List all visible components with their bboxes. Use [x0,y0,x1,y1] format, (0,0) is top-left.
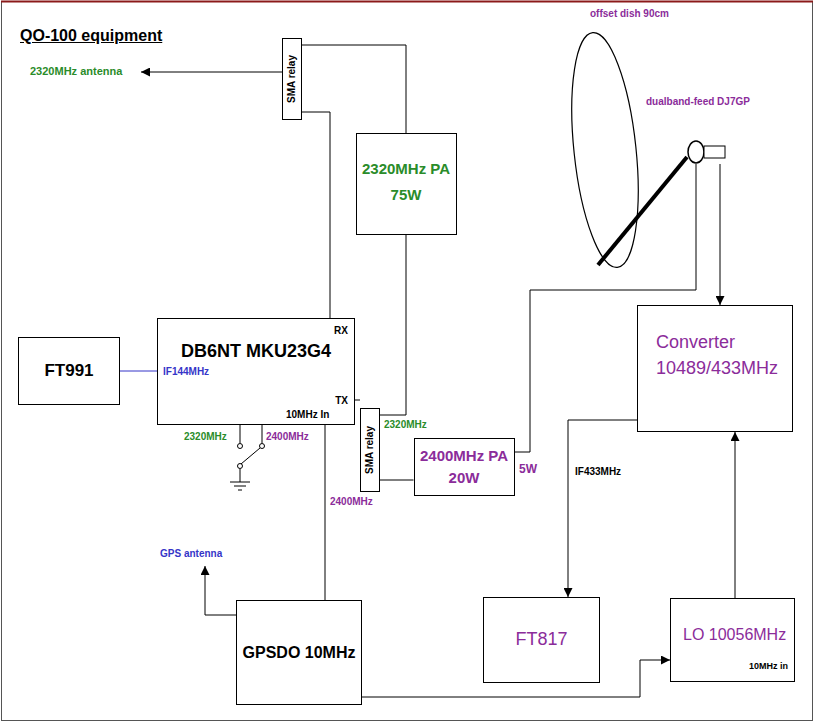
antenna-arrow [141,72,282,73]
connector [120,371,157,372]
node-title: SMA relay [286,55,298,103]
dish [562,29,648,270]
feed-shape [686,140,726,164]
node-text: 10MHz in [749,661,788,672]
power-label: 5W [519,462,537,476]
node-title: DB6NT MKU23G4 [181,341,331,363]
antenna-label: 2320MHz antenna [30,65,122,78]
dualband-feed: dualband-feed DJ7GP [686,140,726,164]
switch-wire [240,425,241,443]
node-text: RX [334,325,348,337]
node-text: 20W [449,469,480,487]
ground-symbol [238,490,242,491]
node-title: Converter [656,332,735,354]
node-title: SMA relay [364,426,376,474]
switch-label: 2400MHz [266,431,309,443]
switch-contact [238,444,243,449]
switch-contact [260,444,265,449]
power-amplifier: 2400MHz PA 20W [414,438,515,496]
diagram-title: QO-100 equipment [20,26,162,45]
gps-arrow [205,566,236,615]
switch-label: 2320MHz [184,431,227,443]
feed-arm [598,157,687,265]
node-text: 75W [391,186,422,204]
dish-label: offset dish 90cm [590,8,669,20]
switch-arm [241,448,260,464]
transceiver-box: FT991 [18,337,120,405]
node-title: FT991 [44,361,93,381]
power-amplifier: 2320MHz PA 75W [356,133,457,235]
node-text: IF144MHz [163,366,209,378]
connector [380,480,414,481]
gpsdo-box: GPSDO 10MHz [236,600,362,705]
converter-box: Converter 10489/433MHz [637,305,793,432]
switch-wire [240,469,241,482]
port-label: 2320MHz [384,419,427,431]
oscillator-box: LO 10056MHz 10MHz in [670,598,795,682]
ground-symbol [230,482,250,483]
node-title: 2400MHz PA [420,447,508,465]
sma-relay: SMA relay [282,38,302,120]
edge-label: IF433MHz [574,466,622,478]
connector [735,432,736,598]
node-title: GPSDO 10MHz [243,643,356,662]
transceiver-box: FT817 [483,597,600,683]
node-title: dualband-feed DJ7GP [646,96,750,108]
connector [302,112,330,318]
feed-body [704,146,725,158]
connector [355,400,360,401]
connector [568,420,637,597]
transverter-box: DB6NT MKU23G4RX IF144MHzTX 10MHz In [157,318,355,425]
ground-symbol [234,486,246,487]
node-text: 10489/433MHz [656,358,778,380]
node-text: 10MHz In [286,409,329,421]
node-title: FT817 [515,629,567,651]
port-label: 2400MHz [330,496,373,508]
sma-relay: SMA relay [360,408,380,492]
frame-top [1,1,813,3]
feed-horn [688,141,704,163]
connector [380,235,406,415]
node-text: TX [335,395,348,407]
switch-wire [262,425,263,443]
connector [720,164,721,305]
band-switch [230,425,265,490]
node-title: LO 10056MHz [683,625,786,644]
node-title: 2320MHz PA [362,160,450,178]
antenna-label: GPS antenna [160,548,222,560]
connector [325,425,326,600]
connector [302,45,406,133]
switch-pivot [238,464,243,469]
